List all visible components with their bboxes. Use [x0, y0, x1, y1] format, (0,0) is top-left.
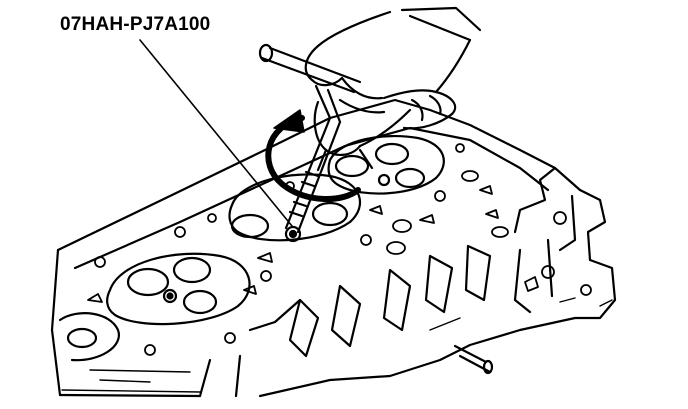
combustion-chamber-front — [106, 252, 251, 326]
combustion-chamber-middle — [228, 173, 362, 243]
rotation-arrow — [265, 109, 361, 202]
intake-ports — [198, 238, 554, 398]
shading-strokes — [61, 297, 613, 393]
deck-details — [87, 143, 509, 356]
combustion-chamber-rear — [327, 135, 445, 195]
end-plate-details — [524, 211, 592, 296]
combustion-chamber-partial — [58, 312, 121, 362]
callout-leader-line — [139, 39, 293, 227]
hand — [304, 6, 482, 172]
cylinder-head-outline — [50, 98, 617, 398]
dowel-pin — [453, 344, 494, 375]
tool-part-number-label: 07HAH-PJ7A100 — [60, 14, 211, 35]
